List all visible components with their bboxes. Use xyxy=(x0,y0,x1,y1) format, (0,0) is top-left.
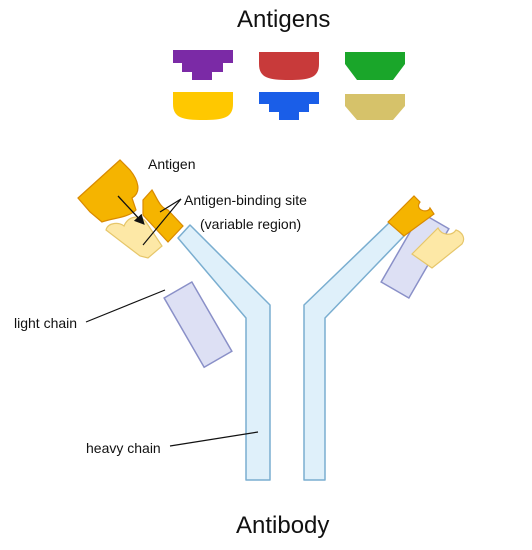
variable-region-heavy-right xyxy=(387,195,435,237)
heavy-chain-left xyxy=(177,224,271,481)
label-heavy-chain: heavy chain xyxy=(86,440,161,456)
binding-arrow xyxy=(117,195,145,225)
antigens-title: Antigens xyxy=(237,6,331,33)
heavy-chain-leader xyxy=(169,431,259,447)
variable-region-light-left xyxy=(105,216,163,259)
tan-pointed-antigen xyxy=(345,94,405,120)
bound-antigen xyxy=(77,159,139,223)
variable-region-heavy-left xyxy=(142,189,184,243)
purple-stepped-antigen xyxy=(173,50,233,80)
label-binding-site: Antigen-binding site xyxy=(184,192,307,208)
label-light-chain: light chain xyxy=(14,315,78,331)
binding-site-leader-2 xyxy=(142,198,182,246)
label-variable-region: (variable region) xyxy=(200,216,302,232)
variable-region-light-right xyxy=(411,226,465,269)
blue-stepped-antigen xyxy=(259,92,319,120)
heavy-chain-right xyxy=(303,221,405,481)
label-antigen: Antigen xyxy=(148,156,196,172)
red-rounded-antigen xyxy=(259,52,319,80)
antibody-title: Antibody xyxy=(236,512,330,539)
light-chain-left-group xyxy=(163,280,233,369)
green-pointed-antigen xyxy=(345,52,405,80)
yellow-rounded-antigen xyxy=(173,92,233,120)
binding-site-leader-1 xyxy=(159,198,182,213)
antigen-shapes-group xyxy=(173,50,405,120)
light-chain-leader xyxy=(85,289,166,323)
